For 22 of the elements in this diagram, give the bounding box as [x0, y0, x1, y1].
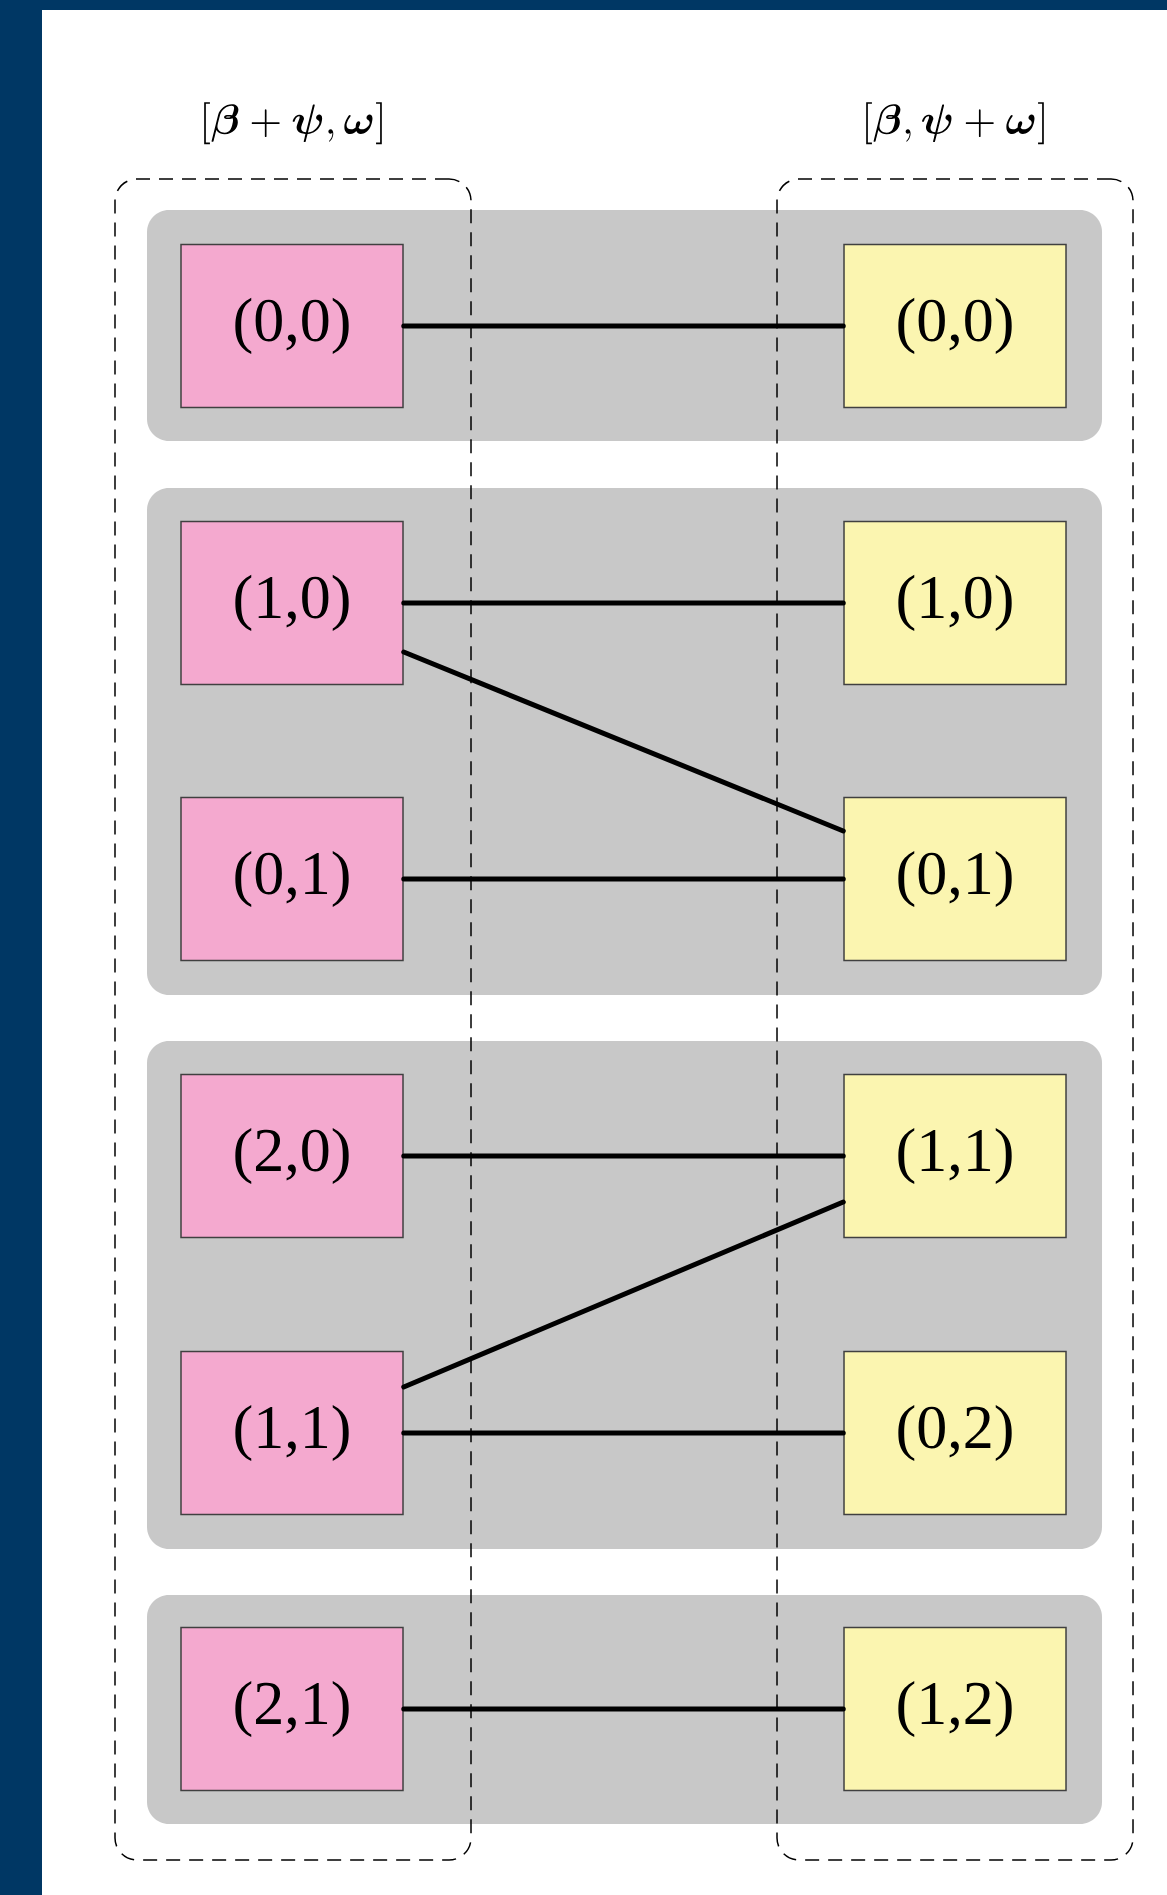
tuple-box: (0,0) — [180, 243, 404, 409]
tuple-box: (1,1) — [843, 1073, 1067, 1239]
tuple-box: (1,2) — [843, 1626, 1067, 1792]
tuple-box: (1,0) — [180, 520, 404, 686]
tuple-box: (0,0) — [843, 243, 1067, 409]
connector-line — [401, 323, 846, 329]
tuple-box: (2,1) — [180, 1626, 404, 1792]
tuple-box: (1,0) — [843, 520, 1067, 686]
connector-line — [401, 1199, 846, 1390]
connector-line — [401, 649, 846, 834]
connector-line — [401, 1706, 846, 1712]
tuple-box: (1,1) — [180, 1350, 404, 1516]
tuple-box: (0,2) — [843, 1350, 1067, 1516]
connector-line — [401, 600, 846, 606]
tuple-box: (0,1) — [843, 796, 1067, 962]
connector-line — [401, 1153, 846, 1159]
tuple-box: (2,0) — [180, 1073, 404, 1239]
group-heading: $[\boldsymbol{\beta},\boldsymbol{\psi}+\boldsymbol{\omega}]$ — [866, 102, 1044, 145]
connector-line — [401, 876, 846, 882]
group-heading: $[\boldsymbol{\beta}+\boldsymbol{\psi},\boldsymbol{\omega}]$ — [204, 102, 382, 145]
tuple-box: (0,1) — [180, 796, 404, 962]
connector-line — [401, 1430, 846, 1436]
